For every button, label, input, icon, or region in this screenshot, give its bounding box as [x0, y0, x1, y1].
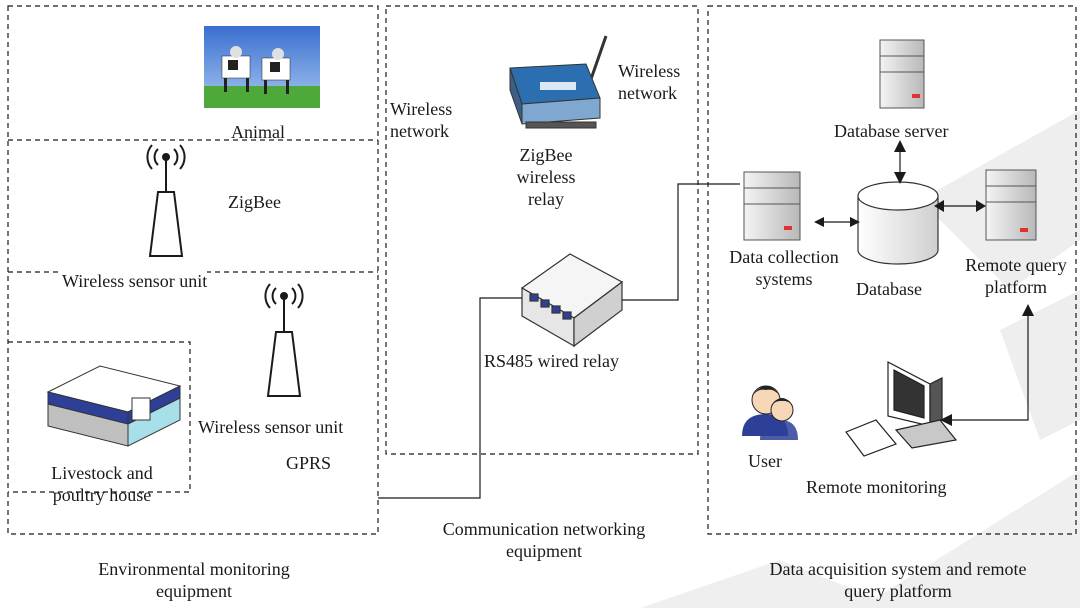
wireless-sensor-unit-label: Wireless sensor unit [62, 270, 208, 292]
animal-label: Animal [231, 122, 285, 142]
rs485-relay-icon [520, 253, 624, 348]
gprs-label: GPRS [286, 453, 332, 473]
remote-monitoring-label: Remote monitoring [806, 477, 947, 497]
server-icon [879, 39, 925, 109]
antenna-icon [264, 283, 304, 397]
wireless-sensor-unit-label: Wireless sensor unit [198, 417, 344, 437]
animal-photo [204, 26, 320, 108]
data-section-box [707, 5, 1077, 535]
comm-section-box [385, 5, 699, 455]
connections [378, 148, 1029, 499]
database-server-label: Database server [834, 121, 949, 141]
rs485-label: RS485 wired relay [484, 351, 619, 371]
database-icon [857, 181, 939, 265]
server-icon [743, 171, 801, 241]
env-section-box [7, 5, 379, 535]
database-label: Database [856, 279, 922, 299]
computer-icon [845, 361, 958, 457]
user-icon [742, 385, 798, 440]
house-icon [46, 365, 182, 447]
antenna-icon [146, 144, 186, 257]
arrowheads [814, 140, 1034, 426]
server-icon [985, 169, 1037, 241]
zigbee-relay-icon [509, 35, 608, 129]
user-label: User [748, 451, 782, 471]
zigbee-label: ZigBee [228, 192, 281, 212]
watermark [640, 110, 1080, 608]
